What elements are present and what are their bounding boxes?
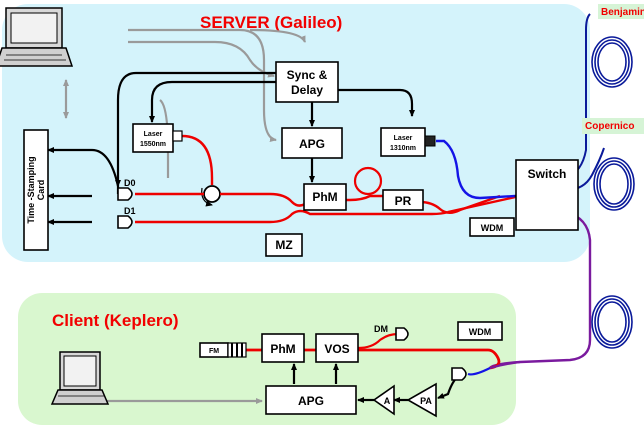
fm-box: FM bbox=[199, 342, 247, 358]
server-signal-lines bbox=[47, 71, 415, 225]
server-apg-label: APG bbox=[299, 137, 325, 151]
detector-d1: D1 bbox=[117, 206, 136, 229]
pr-label: PR bbox=[395, 194, 412, 208]
server-phm-label: PhM bbox=[312, 190, 337, 204]
client-phm-box: PhM bbox=[261, 333, 305, 363]
fiber-spool-copernico bbox=[593, 157, 635, 211]
mz-box: MZ bbox=[265, 233, 303, 257]
server-phm-box: PhM bbox=[303, 183, 347, 211]
vos-label: VOS bbox=[324, 342, 349, 356]
mz-label: MZ bbox=[275, 238, 292, 252]
server-wdm-box: WDM bbox=[469, 217, 515, 237]
client-fiber-purple bbox=[489, 360, 521, 370]
server-laptop-icon bbox=[0, 7, 74, 67]
switch-label: Switch bbox=[528, 167, 567, 181]
fiber-spool-benjamin bbox=[591, 36, 633, 88]
vos-box: VOS bbox=[315, 333, 359, 363]
laser-1310-label-2: 1310nm bbox=[390, 145, 416, 152]
detector-d1-label: D1 bbox=[124, 206, 136, 216]
laser-1310-box: Laser 1310nm bbox=[380, 127, 436, 157]
sync-delay-label-2: Delay bbox=[291, 83, 323, 97]
client-apg-box: APG bbox=[265, 385, 357, 415]
dm-label: DM bbox=[374, 324, 388, 334]
fiber-laser1550 bbox=[175, 134, 214, 185]
preamplifier-pa-label: PA bbox=[420, 396, 432, 406]
client-fiber-dm bbox=[357, 332, 399, 350]
preamplifier-pa: PA bbox=[406, 382, 437, 418]
client-laptop-icon bbox=[50, 351, 110, 405]
benjamin-label: Benjamin bbox=[601, 7, 644, 18]
laser-1550-label-1: Laser bbox=[144, 131, 163, 138]
fiber-arm-upper bbox=[135, 192, 501, 214]
fiber-laser1310 bbox=[436, 139, 516, 200]
client-wdm-box: WDM bbox=[457, 321, 503, 341]
benjamin-tag: Benjamin bbox=[598, 4, 644, 19]
detector-d0: D0 bbox=[117, 178, 136, 201]
server-apg-box: APG bbox=[281, 127, 343, 159]
copernico-tag: Copernico bbox=[582, 118, 644, 134]
time-stamping-card: Time -Stamping Card bbox=[23, 129, 49, 251]
fiber-to-client bbox=[488, 210, 592, 369]
fm-label: FM bbox=[209, 348, 219, 355]
circulator bbox=[203, 185, 221, 203]
client-fiber-blue bbox=[467, 367, 491, 376]
detector-d0-label: D0 bbox=[124, 178, 136, 188]
sync-delay-box: Sync & Delay bbox=[275, 61, 339, 103]
laser-1550-box: Laser 1550nm bbox=[132, 123, 183, 153]
fiber-spool-client bbox=[591, 295, 633, 349]
sync-delay-label-1: Sync & bbox=[287, 68, 328, 82]
amplifier-a-label: A bbox=[384, 396, 391, 406]
server-wdm-label: WDM bbox=[481, 223, 504, 233]
client-title: Client (Keplero) bbox=[52, 311, 179, 330]
copernico-label: Copernico bbox=[585, 121, 634, 132]
circulator-arrow bbox=[201, 187, 213, 207]
optical-switch-box: Switch bbox=[515, 159, 579, 231]
dm-detector: DM bbox=[374, 324, 409, 341]
fiber-delay-loop bbox=[353, 166, 383, 196]
laser-1550-label-2: 1550nm bbox=[140, 141, 166, 148]
amplifier-a: A bbox=[372, 384, 395, 416]
pr-box: PR bbox=[382, 189, 424, 211]
tsc-label-2: Card bbox=[36, 180, 46, 201]
client-wdm-label: WDM bbox=[469, 327, 492, 337]
fiber-to-switch bbox=[447, 194, 521, 214]
client-detector bbox=[451, 367, 467, 381]
tsc-label-1: Time -Stamping bbox=[26, 156, 36, 223]
client-apg-label: APG bbox=[298, 394, 324, 408]
laser-1310-label-1: Laser bbox=[394, 135, 413, 142]
fiber-arm-lower bbox=[135, 209, 449, 224]
client-phm-label: PhM bbox=[270, 342, 295, 356]
server-title: SERVER (Galileo) bbox=[200, 13, 342, 32]
